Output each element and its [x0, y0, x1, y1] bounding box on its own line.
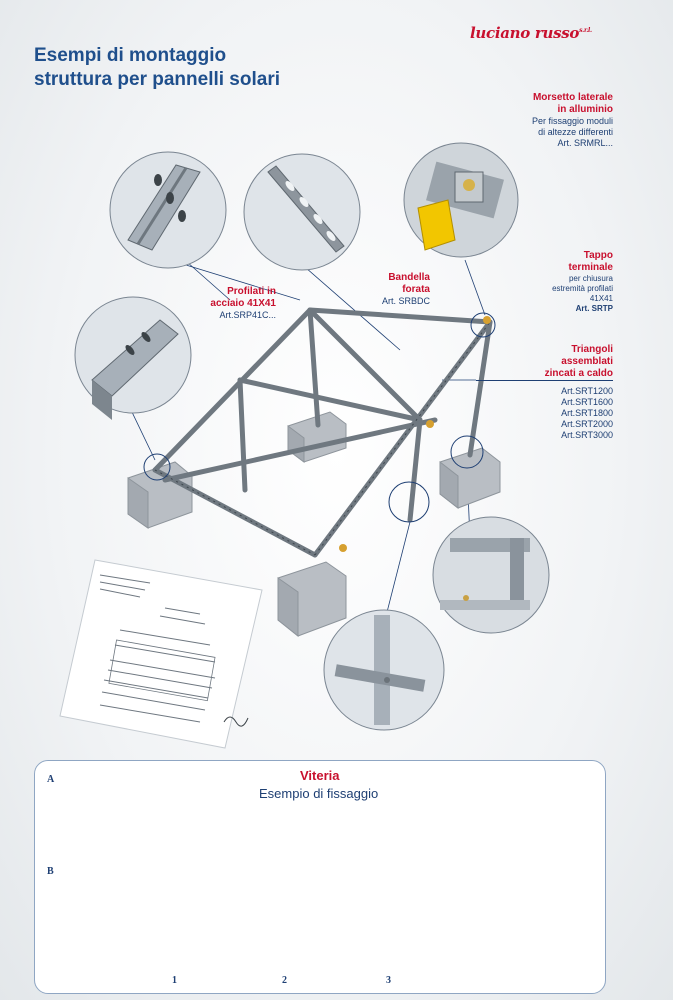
- triangoli-title-3: zincati a caldo: [544, 368, 613, 379]
- brand-suffix: s.r.l.: [579, 27, 592, 34]
- callout-morsetto: Morsetto laterale in alluminio Per fissa…: [470, 92, 613, 149]
- triangoli-art-3: Art.SRT1800: [561, 408, 613, 418]
- bandella-title-1: Bandella: [388, 272, 430, 283]
- triangoli-art-1: Art.SRT1200: [561, 386, 613, 396]
- title-line-2: struttura per pannelli solari: [34, 69, 280, 90]
- triangoli-divider: [476, 380, 613, 381]
- viteria-title: Viteria: [300, 768, 340, 783]
- morsetto-title-1: Morsetto laterale: [532, 92, 613, 103]
- detail-profile-circle: [109, 151, 227, 269]
- step-2-number: 2: [282, 975, 287, 986]
- triangoli-title-2: assemblati: [561, 356, 613, 367]
- detail-corner-circle: [432, 516, 550, 634]
- triangoli-art-list: Art.SRT1200 Art.SRT1600 Art.SRT1800 Art.…: [470, 386, 613, 441]
- triangoli-title-1: Triangoli: [571, 344, 613, 355]
- triangoli-art-5: Art.SRT3000: [561, 430, 613, 440]
- brand-name: luciano russo: [470, 24, 580, 42]
- tappo-desc-1: per chiusura: [568, 274, 613, 283]
- tappo-art: Art. SRTP: [575, 304, 613, 313]
- profilati-art: Art.SRP41C...: [219, 310, 276, 320]
- brand-logo: luciano russos.r.l.: [470, 24, 640, 42]
- certificate-document: [59, 559, 263, 749]
- morsetto-desc-1: Per fissaggio moduli: [531, 116, 613, 126]
- viteria-subtitle: Esempio di fissaggio: [259, 786, 379, 801]
- bandella-title-2: forata: [402, 284, 430, 295]
- detail-joint-circle: [323, 609, 445, 731]
- fixing-panel: [34, 760, 606, 994]
- title-line-1: Esempi di montaggio: [34, 45, 227, 66]
- detail-profile-end-circle: [74, 296, 192, 420]
- morsetto-art: Art. SRMRL...: [557, 138, 613, 148]
- profilati-title-1: Profilati in: [227, 286, 276, 297]
- label-b: B: [47, 866, 54, 877]
- tappo-desc-2: estremità profilati: [552, 284, 613, 293]
- page-title: Esempi di montaggio struttura per pannel…: [34, 44, 354, 92]
- callout-triangoli: Triangoli assemblati zincati a caldo: [470, 344, 613, 380]
- step-1-number: 1: [172, 975, 177, 986]
- triangoli-art-2: Art.SRT1600: [561, 397, 613, 407]
- callout-tappo: Tappo terminale per chiusura estremità p…: [500, 250, 613, 314]
- tappo-desc-3: 41X41: [589, 294, 613, 303]
- callout-bandella: Bandella forata Art. SRBDC: [340, 272, 430, 307]
- label-a: A: [47, 774, 55, 785]
- morsetto-title-2: in alluminio: [557, 104, 613, 115]
- bandella-art: Art. SRBDC: [381, 296, 430, 306]
- detail-strip-circle: [243, 153, 361, 271]
- step-3-number: 3: [386, 975, 391, 986]
- profilati-title-2: acciaio 41X41: [210, 298, 276, 309]
- tappo-title-2: terminale: [568, 262, 613, 273]
- morsetto-desc-2: di altezze differenti: [538, 127, 613, 137]
- callout-profilati: Profilati in acciaio 41X41 Art.SRP41C...: [176, 286, 276, 321]
- triangoli-art-4: Art.SRT2000: [561, 419, 613, 429]
- tappo-title-1: Tappo: [583, 250, 613, 261]
- detail-clamp-circle: [403, 142, 519, 258]
